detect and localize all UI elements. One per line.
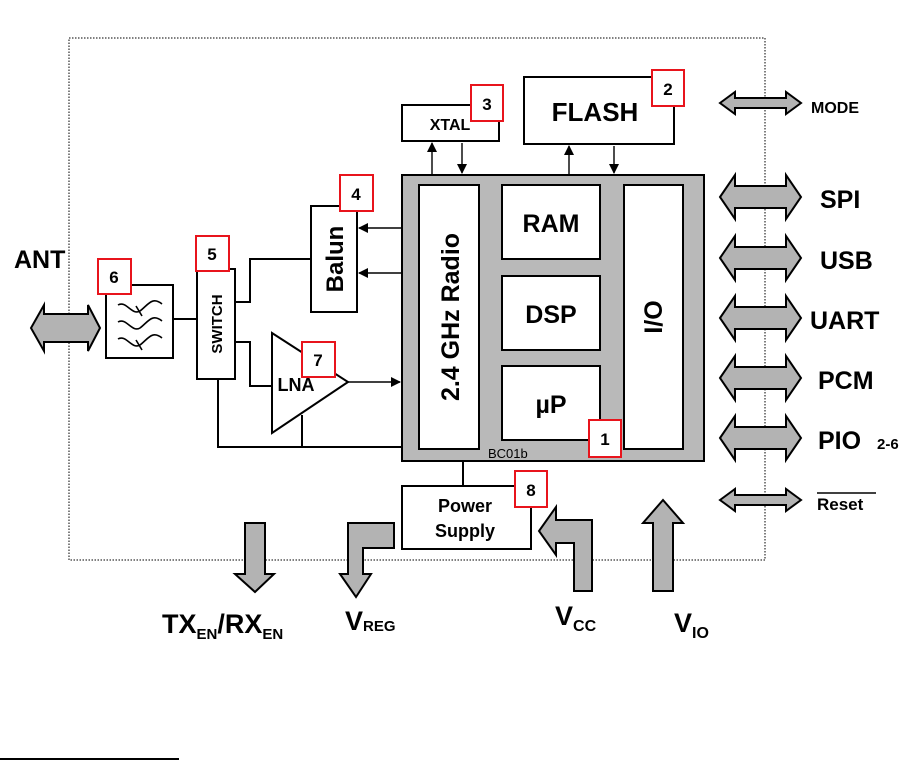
txrx-arrow (235, 523, 274, 592)
chip-bc01b: 2.4 GHz Radio RAM DSP µP I/O BC01b (402, 175, 704, 461)
badge-6: 6 (98, 259, 131, 294)
badge-2: 2 (652, 70, 684, 106)
usb-label: USB (820, 247, 873, 275)
pcm-label: PCM (818, 367, 874, 395)
badge-1: 1 (589, 420, 621, 457)
spi-arrow (720, 175, 801, 219)
reset-arrow (720, 489, 801, 511)
badge-7: 7 (302, 342, 335, 377)
up-label: µP (535, 391, 566, 419)
usb-arrow (720, 236, 801, 280)
switch-balun-wire (235, 259, 311, 302)
antenna-arrow (31, 305, 100, 351)
uart-label: UART (810, 307, 879, 335)
chip-label: BC01b (488, 446, 528, 461)
balun-label: Balun (322, 226, 349, 293)
svg-text:1: 1 (600, 430, 609, 449)
dsp-label: DSP (525, 301, 576, 329)
xtal-label: XTAL (430, 117, 471, 134)
badge-8: 8 (515, 471, 547, 507)
switch-lna-wire (235, 342, 272, 386)
vcc-arrow (539, 507, 592, 591)
badge-5: 5 (196, 236, 229, 271)
pio-sub-label: 2-6 (877, 436, 899, 453)
badge-4: 4 (340, 175, 373, 211)
svg-text:8: 8 (526, 481, 535, 500)
vio-label: VIO (674, 608, 709, 642)
vio-arrow (643, 500, 683, 591)
pio-label: PIO (818, 427, 861, 455)
vreg-label: VREG (345, 606, 396, 636)
mode-label: MODE (811, 100, 859, 117)
antenna-label: ANT (14, 246, 65, 274)
svg-text:6: 6 (109, 268, 118, 287)
pcm-arrow (720, 356, 801, 400)
svg-text:4: 4 (351, 185, 361, 204)
badge-3: 3 (471, 85, 503, 121)
svg-text:7: 7 (313, 351, 322, 370)
uart-arrow (720, 296, 801, 340)
svg-text:2: 2 (663, 80, 672, 99)
flash-label: FLASH (552, 97, 639, 127)
ram-label: RAM (523, 210, 580, 238)
txrx-label: TXEN/RXEN (162, 609, 283, 643)
radio-label: 2.4 GHz Radio (437, 233, 465, 401)
svg-text:5: 5 (207, 245, 216, 264)
svg-text:3: 3 (482, 95, 491, 114)
pio-arrow (720, 416, 801, 460)
mode-arrow (720, 92, 801, 114)
spi-label: SPI (820, 186, 860, 214)
vcc-label: VCC (555, 601, 597, 635)
power-supply-label-2: Supply (435, 521, 495, 541)
io-label: I/O (640, 300, 668, 333)
switch-label: SWITCH (209, 294, 226, 353)
reset-label: Reset (817, 495, 864, 514)
power-supply-label-1: Power (438, 496, 492, 516)
